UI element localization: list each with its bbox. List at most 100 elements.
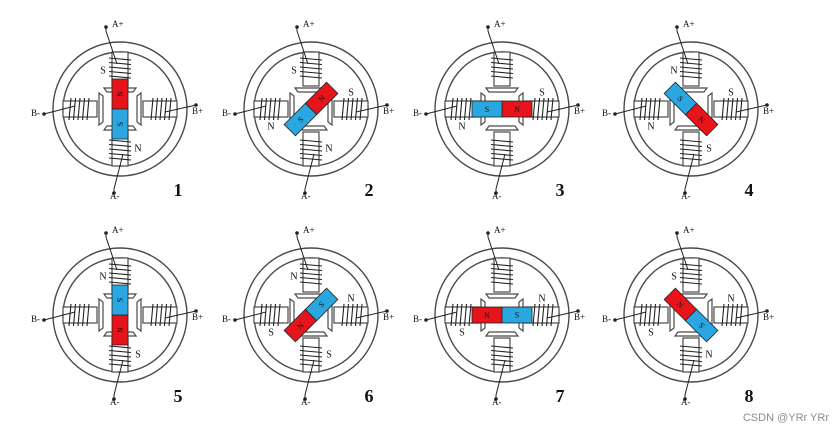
coil-winding — [459, 303, 463, 327]
pole-label-top: S — [291, 65, 297, 76]
label-b-minus: B- — [413, 314, 422, 324]
terminal-b-minus — [613, 112, 617, 116]
coil-winding — [341, 303, 345, 327]
coil-winding — [299, 57, 323, 61]
terminal-b-minus — [233, 318, 237, 322]
label-a-plus: A+ — [303, 19, 315, 29]
pole-label-left: S — [648, 327, 654, 338]
pole-label-left: N — [458, 121, 465, 132]
coil-winding — [159, 303, 163, 327]
coil-winding — [163, 303, 168, 327]
coil-winding — [354, 97, 359, 121]
terminal-a-plus — [675, 25, 679, 29]
coil-winding — [490, 66, 514, 70]
coil-winding — [108, 157, 132, 161]
pole-label-right: N — [347, 293, 354, 304]
rotor-south-half — [283, 102, 318, 137]
pole-label-top: N — [290, 271, 297, 282]
lead-b-plus — [164, 104, 197, 113]
terminal-b-minus — [424, 112, 428, 116]
coil-winding — [463, 97, 468, 121]
stator-pole — [327, 297, 369, 333]
terminal-a-minus — [683, 397, 687, 401]
rotor-s-letter: S — [675, 94, 685, 104]
coil-winding — [268, 97, 272, 121]
rotor-s-letter: S — [317, 299, 327, 309]
pole-label-left: S — [268, 327, 274, 338]
coil-winding — [272, 97, 277, 121]
coil-winding — [679, 276, 703, 281]
coil-winding — [652, 97, 657, 121]
stator-outer-ring — [623, 41, 759, 177]
coil-winding — [345, 97, 350, 121]
terminal-a-minus — [494, 191, 498, 195]
coil-winding — [299, 70, 323, 75]
pole-label-right: N — [538, 293, 545, 304]
coil-winding — [108, 70, 132, 75]
coil-winding — [168, 303, 172, 327]
coil-winding — [490, 57, 514, 61]
terminal-b-plus — [194, 103, 198, 107]
rotor-n-letter: N — [116, 91, 125, 97]
label-b-plus: B+ — [192, 312, 203, 322]
coil-winding — [359, 303, 363, 327]
label-b-minus: B- — [31, 108, 40, 118]
pole-label-right: S — [348, 87, 354, 98]
stator-outer-ring — [243, 41, 379, 177]
lead-b-minus — [43, 311, 76, 321]
coil-winding — [150, 303, 154, 327]
pole-label-top: S — [671, 271, 677, 282]
coil-winding — [679, 263, 703, 267]
coil-winding — [68, 303, 72, 327]
coil-winding — [679, 272, 703, 276]
step-number: 1 — [174, 180, 183, 200]
terminal-a-plus — [104, 231, 108, 235]
coil-winding — [163, 97, 168, 121]
coil-winding — [341, 97, 345, 121]
coil-winding — [450, 97, 454, 121]
stator-pole — [62, 91, 104, 127]
coil-winding — [490, 267, 514, 272]
terminal-b-minus — [424, 318, 428, 322]
lead-b-minus — [425, 105, 458, 115]
step-number: 6 — [365, 386, 374, 406]
rotor-south-half — [471, 100, 503, 118]
coil-winding — [679, 281, 703, 285]
coil-winding — [490, 363, 514, 367]
coil-winding — [108, 75, 132, 79]
terminal-b-minus — [42, 112, 46, 116]
coil-winding — [541, 303, 545, 327]
coil-winding — [272, 303, 277, 327]
coil-winding — [536, 303, 541, 327]
coil-winding — [490, 349, 514, 354]
stator-outer-ring — [52, 247, 188, 383]
stator-pole — [484, 257, 520, 299]
rotor-n-letter: N — [514, 105, 520, 114]
lead-b-plus — [355, 310, 388, 319]
rotor-magnet: NS — [111, 284, 129, 346]
coil-winding — [299, 345, 323, 349]
coil-winding — [490, 70, 514, 75]
label-a-plus: A+ — [303, 225, 315, 235]
label-b-minus: B- — [31, 314, 40, 324]
label-b-plus: B+ — [192, 106, 203, 116]
stator-pole — [484, 51, 520, 93]
coil-winding — [725, 303, 730, 327]
coil-winding — [354, 303, 359, 327]
coil-winding — [541, 97, 545, 121]
coil-winding — [108, 61, 132, 66]
label-b-plus: B+ — [383, 106, 394, 116]
terminal-b-plus — [385, 103, 389, 107]
coil-winding — [463, 303, 468, 327]
coil-winding — [299, 358, 323, 363]
rotor-s-letter: S — [115, 298, 124, 302]
pole-label-top: S — [100, 65, 106, 76]
step-number: 8 — [745, 386, 754, 406]
label-a-plus: A+ — [494, 225, 506, 235]
step-number: 4 — [745, 180, 754, 200]
label-b-plus: B+ — [574, 312, 585, 322]
coil-winding — [159, 97, 163, 121]
stator-pole — [293, 331, 329, 373]
